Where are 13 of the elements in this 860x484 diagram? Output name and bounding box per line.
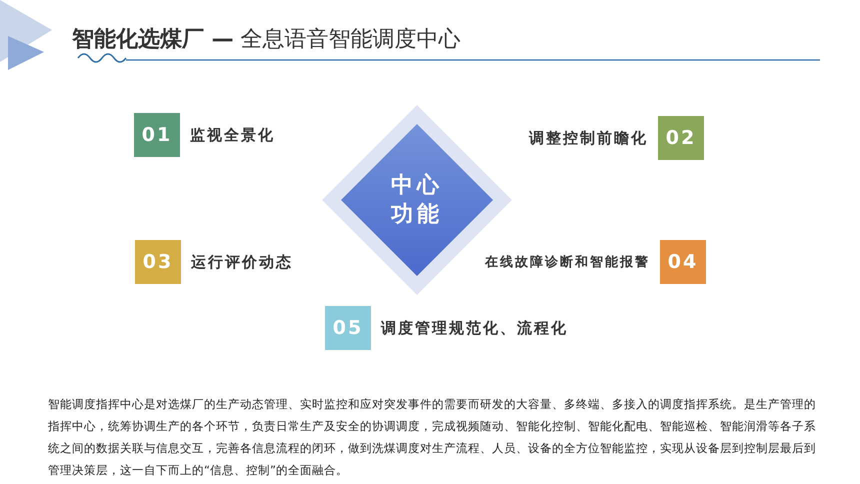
- number-badge: 04: [660, 240, 706, 284]
- item-label: 监视全景化: [190, 126, 275, 144]
- item-label: 调度管理规范化、流程化: [381, 318, 568, 338]
- center-label: 中心功能: [390, 172, 444, 229]
- slide-title: 智能化选煤厂 — 全息语音智能调度中心: [72, 26, 461, 54]
- number-badge: 02: [658, 116, 704, 160]
- number-badge: 03: [135, 240, 181, 284]
- item-label: 在线故障诊断和智能报警: [485, 254, 650, 271]
- number-badge: 01: [134, 113, 180, 157]
- number-badge: 05: [325, 306, 371, 350]
- body-paragraph: 智能调度指挥中心是对选煤厂的生产动态管理、实时监控和应对突发事件的需要而研发的大容量、多终端、多接入的调度指挥系统。是生产管理的指挥中心，统筹协调生产的各个环节，负责日常生产及安全的协调调度，完成视频随动、智能化控制、智能化配电、智能巡检、智能润滑等各子系统之间的数据关联与信息交互，完善各信息流程的闭环，做到洗煤调度对生产流程、人员、设备的全方位智能监控，实现从设备层到控制层最后到管理决策层，这一自下而上的“信息、控制”的全面融合。: [48, 396, 817, 479]
- item-label: 调整控制前瞻化: [529, 128, 648, 148]
- item-label: 运行评价动态: [191, 252, 293, 272]
